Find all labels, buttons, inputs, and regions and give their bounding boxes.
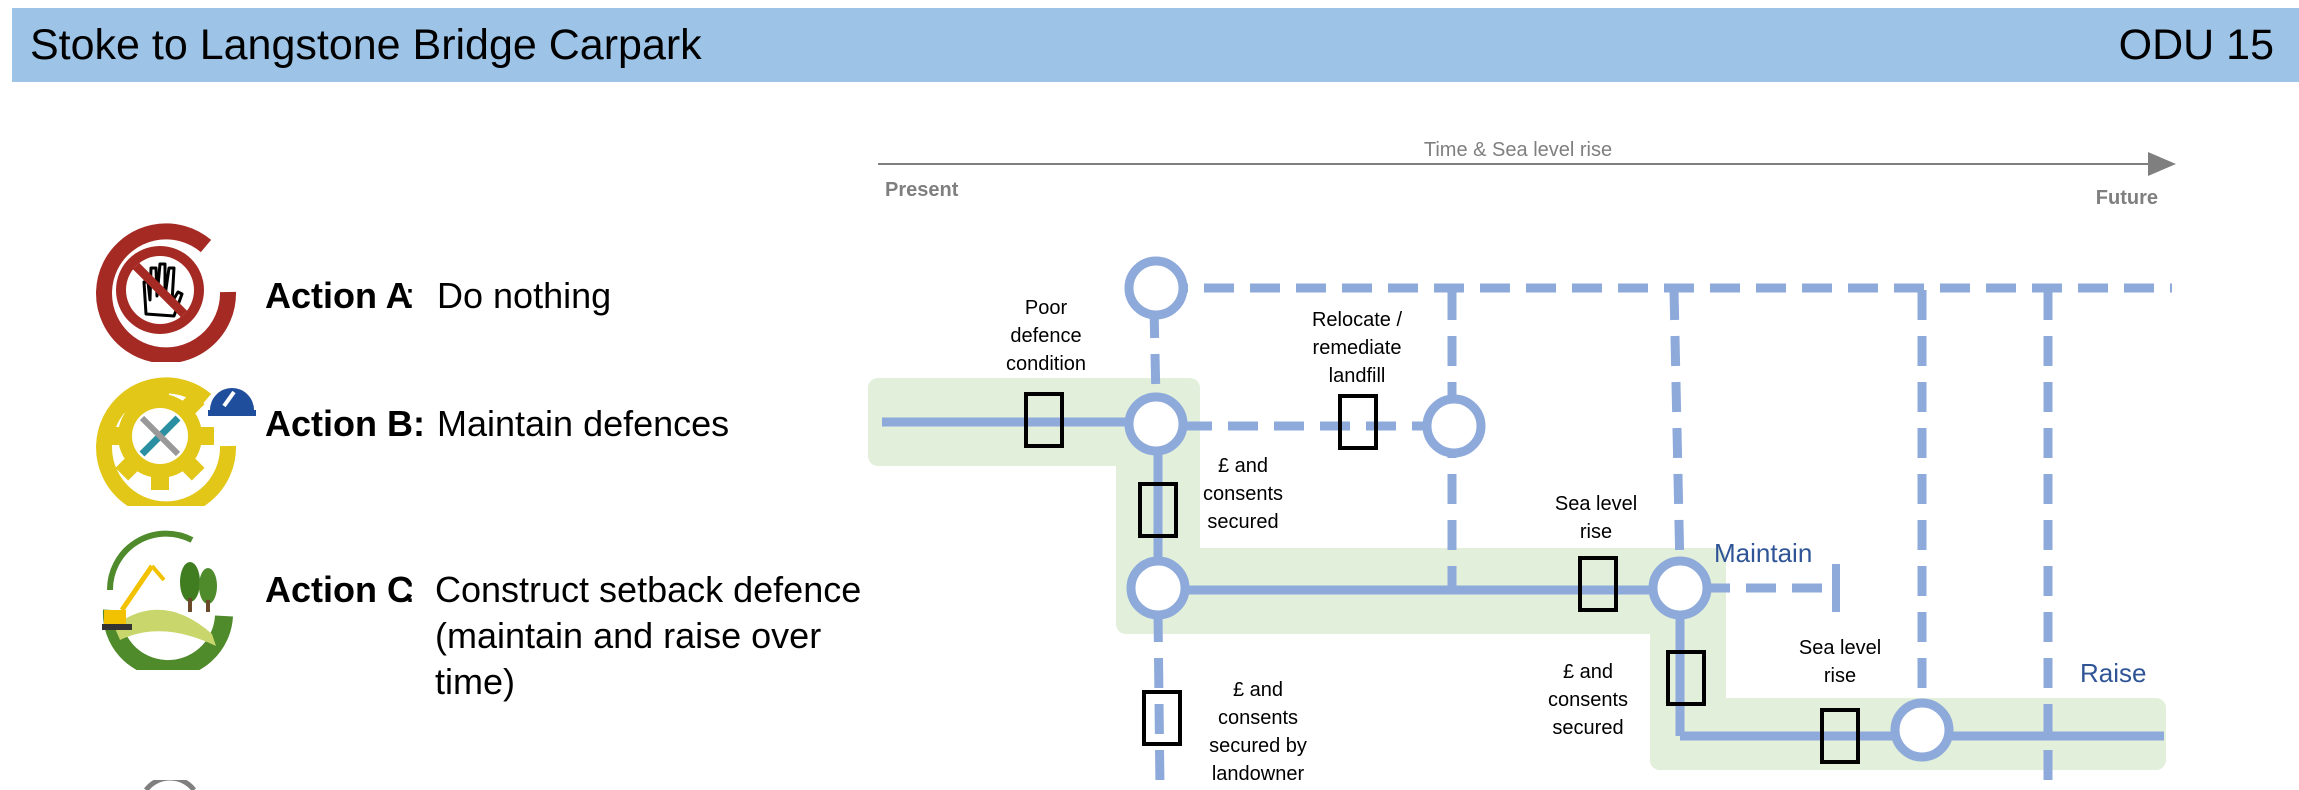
header-bar: Stoke to Langstone Bridge Carpark ODU 15 [12,8,2299,82]
decision-node [1648,556,1712,620]
pathway-dashed-line [1669,289,1685,571]
no-hand-icon [96,223,237,362]
excavator-landscape-icon [102,530,233,670]
trigger-box [1142,690,1182,746]
action-description: Do nothing [437,275,612,316]
action-description: (maintain and raise over [435,615,822,656]
trigger-box [1820,708,1860,764]
action-description: Maintain defences [437,403,730,444]
action-separator: : [405,569,416,610]
timeline: Time & Sea level rise Present Future [878,139,2176,209]
decision-node [1124,256,1188,320]
decision-node [1124,392,1188,456]
pathway-label-maintain: Maintain [1714,538,1812,568]
timeline-start: Present [885,179,959,201]
action-description: Construct setback defence [435,569,862,610]
timeline-label: Time & Sea level rise [1424,139,1612,161]
action-label: Action A [265,275,412,316]
partial-action-icon [144,780,196,790]
action-label: Action B: [265,403,425,444]
decision-nodes [1124,256,1954,762]
trigger-box [1024,392,1064,448]
action-description: time) [435,661,515,702]
pathway-dashed-line [1153,611,1165,790]
action-label: Action C [265,569,413,610]
trigger-boxes [1024,392,1860,764]
pathway-label-raise: Raise [2080,658,2146,688]
page-title: Stoke to Langstone Bridge Carpark [30,21,702,69]
timeline-end: Future [2096,187,2158,209]
pathway-dashed-line [1149,307,1161,401]
decision-node [1126,556,1190,620]
dashed-pathways [1149,283,2172,790]
unit-code: ODU 15 [2118,21,2274,69]
trigger-box [1578,556,1618,612]
decision-node [1422,394,1486,458]
trigger-box [1666,650,1706,706]
gear-tools-icon [96,377,256,506]
trigger-box [1338,394,1378,450]
decision-node [1890,698,1954,762]
action-separator: : [405,275,416,316]
trigger-box [1138,482,1178,538]
